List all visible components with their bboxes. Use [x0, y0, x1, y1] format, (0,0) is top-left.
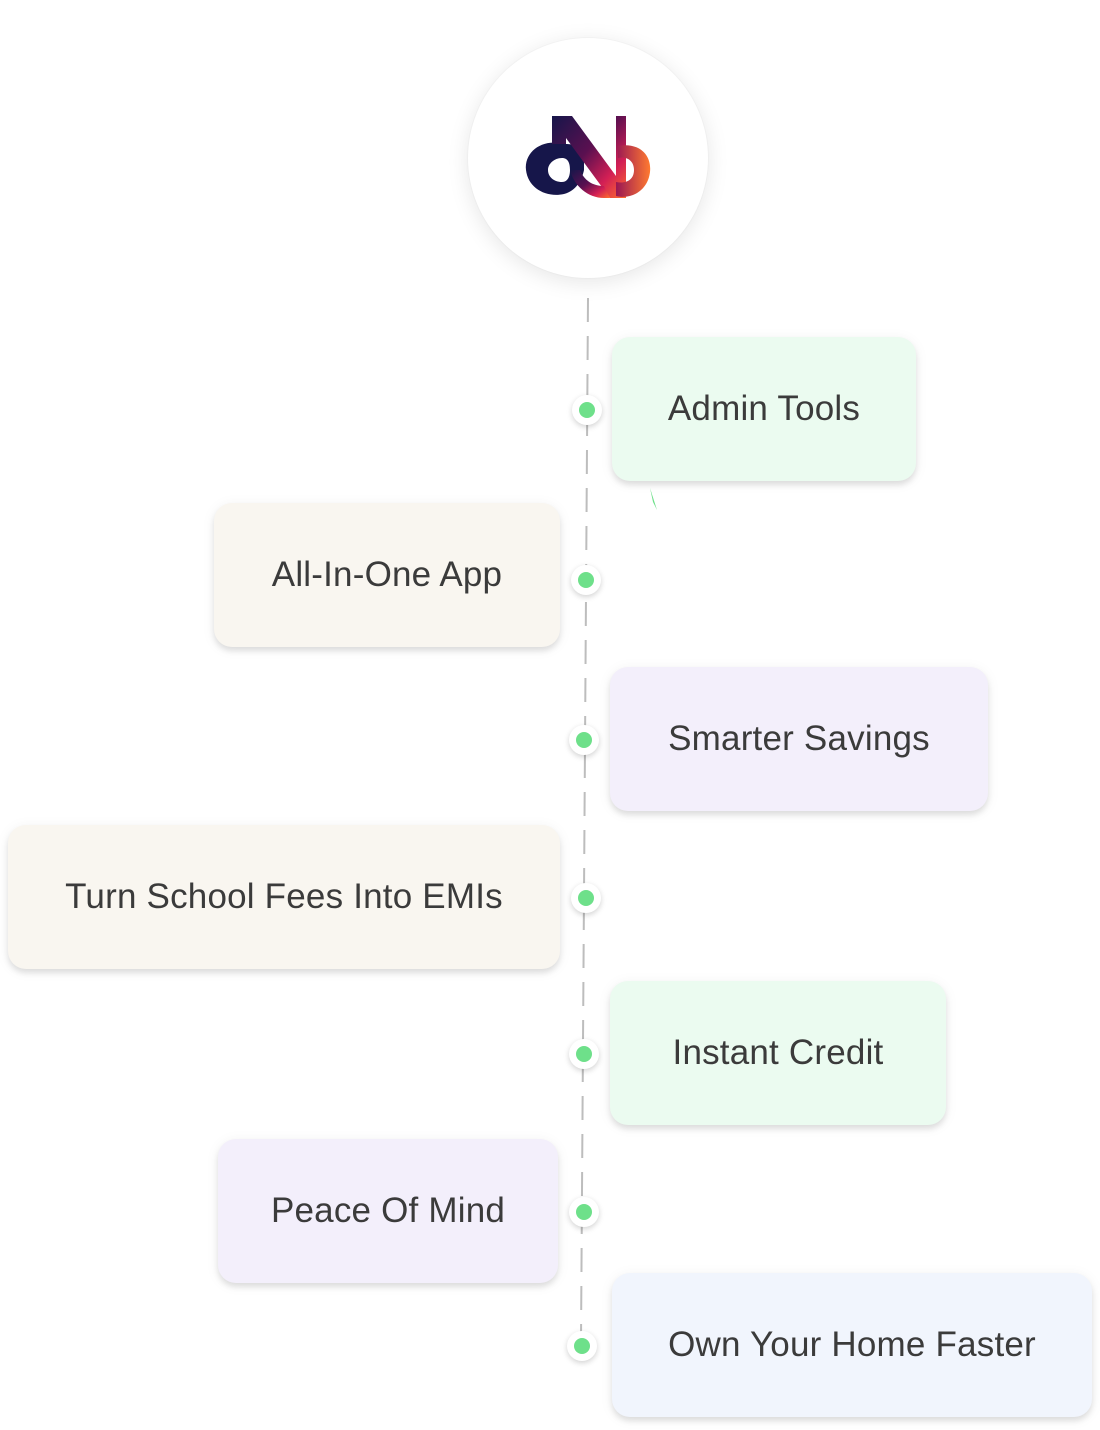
timeline-dot-2: [571, 565, 601, 595]
timeline-card-instant-credit[interactable]: Instant Credit: [610, 981, 946, 1125]
timeline-dot-3: [569, 725, 599, 755]
card-label: Smarter Savings: [668, 719, 930, 758]
timeline-card-smarter-savings[interactable]: Smarter Savings: [610, 667, 988, 811]
timeline-card-admin-tools[interactable]: Admin Tools: [612, 337, 916, 481]
card-label: Own Your Home Faster: [668, 1325, 1036, 1364]
timeline-dot-1: [572, 395, 602, 425]
card-label: Instant Credit: [672, 1033, 884, 1072]
timeline-dot-5: [569, 1039, 599, 1069]
card-label: Turn School Fees Into EMIs: [65, 877, 503, 916]
timeline-card-peace-of-mind[interactable]: Peace Of Mind: [218, 1139, 558, 1283]
card-label: All-In-One App: [271, 555, 503, 594]
logo-circle: [468, 38, 708, 278]
card-label: Admin Tools: [667, 389, 861, 428]
timeline-card-all-in-one-app[interactable]: All-In-One App: [214, 503, 560, 647]
timeline-dot-6: [569, 1197, 599, 1227]
timeline-dot-4: [571, 883, 601, 913]
timeline-dot-7: [567, 1331, 597, 1361]
brand-logo-icon: [525, 116, 651, 198]
timeline-card-own-your-home[interactable]: Own Your Home Faster: [612, 1273, 1092, 1417]
timeline-card-school-fees-emi[interactable]: Turn School Fees Into EMIs: [8, 825, 560, 969]
card-label: Peace Of Mind: [270, 1191, 506, 1230]
sparkle-icon: [650, 488, 657, 510]
